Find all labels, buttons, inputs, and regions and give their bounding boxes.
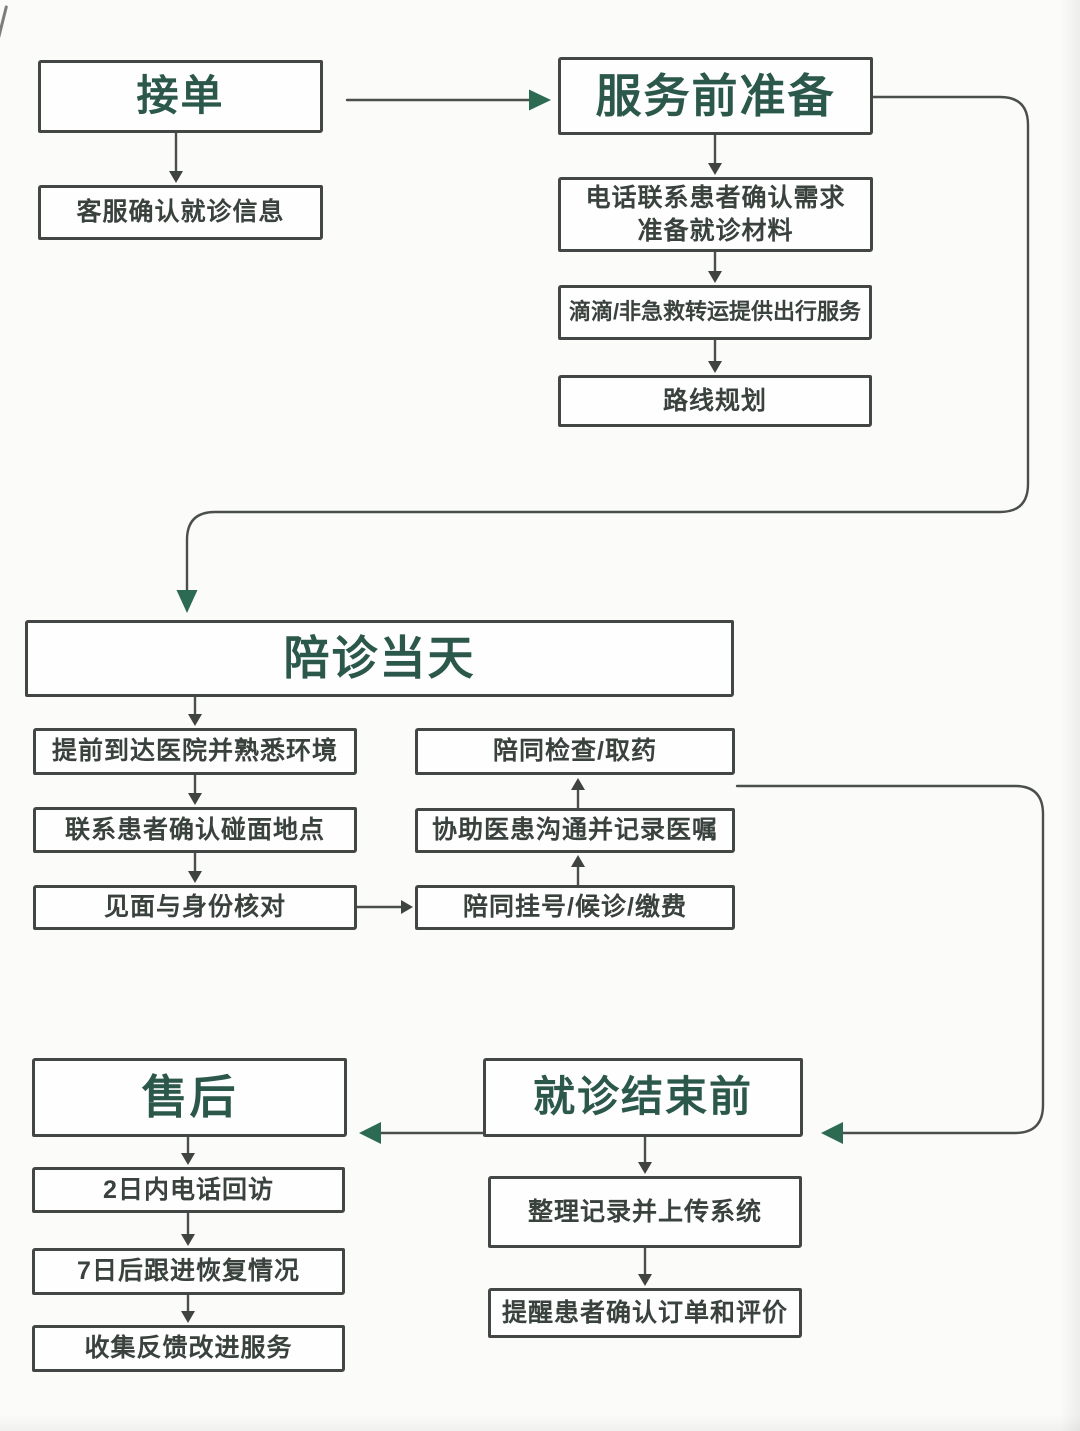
arrowhead-down-icon (181, 1311, 195, 1323)
node-fuwu: 服务前准备 (558, 57, 873, 135)
arrowhead-down-icon (181, 1234, 195, 1246)
node-jiancha-label: 陪同检查/取药 (493, 737, 657, 766)
node-tixing-label: 提醒患者确认订单和评价 (501, 1298, 788, 1327)
node-dianhua-line2: 准备就诊材料 (637, 216, 794, 245)
node-zhengli: 整理记录并上传系统 (488, 1176, 802, 1248)
arrowhead-down-icon (181, 1153, 195, 1165)
node-genjin: 7日后跟进恢复情况 (32, 1248, 345, 1295)
arrowhead-up-icon (571, 778, 585, 790)
arrowhead-down-icon (638, 1162, 652, 1174)
arrowhead-down-icon (188, 714, 202, 726)
edge-fuwu-peizhen (185, 95, 1030, 592)
arrowhead-down-icon (708, 361, 722, 373)
node-tiqian-label: 提前到达医院并熟悉环境 (51, 737, 338, 766)
node-dianhua: 电话联系患者确认需求 准备就诊材料 (558, 177, 873, 252)
node-luxian-label: 路线规划 (662, 386, 767, 415)
node-jianmian-label: 见面与身份核对 (103, 893, 286, 922)
node-didi-label: 滴滴/非急救转运提供出行服务 (568, 299, 862, 325)
node-luxian: 路线规划 (558, 375, 872, 427)
node-didi: 滴滴/非急救转运提供出行服务 (558, 285, 872, 340)
arrowhead-down-icon (708, 271, 722, 283)
arrowhead-down-icon (638, 1274, 652, 1286)
node-zhengli-label: 整理记录并上传系统 (527, 1197, 762, 1226)
arrowhead-left-green-icon (359, 1122, 381, 1144)
bottom-edge-shade (0, 1415, 1080, 1431)
node-peizhen: 陪诊当天 (25, 620, 734, 697)
node-xiezhu: 协助医患沟通并记录医嘱 (415, 808, 735, 853)
node-lianxi-label: 联系患者确认碰面地点 (64, 815, 325, 844)
right-edge-shade (1060, 0, 1080, 1431)
node-huifang-label: 2日内电话回访 (103, 1175, 274, 1204)
arrowhead-down-icon (188, 793, 202, 805)
arrowhead-up-icon (571, 855, 585, 867)
node-jiezhen-label: 就诊结束前 (532, 1073, 753, 1121)
arrowhead-right-icon (401, 900, 413, 914)
node-genjin-label: 7日后跟进恢复情况 (77, 1257, 300, 1286)
arrowhead-down-icon (169, 171, 183, 183)
node-jianmian: 见面与身份核对 (33, 885, 357, 930)
node-peizhen-label: 陪诊当天 (283, 632, 476, 685)
arrowhead-down-icon (188, 871, 202, 883)
node-fankui: 收集反馈改进服务 (32, 1325, 345, 1372)
node-shouhou-label: 售后 (141, 1071, 238, 1124)
node-jiancha: 陪同检查/取药 (415, 728, 735, 775)
arrowhead-down-icon (708, 163, 722, 175)
node-jiedan: 接单 (38, 60, 323, 133)
node-fuwu-label: 服务前准备 (595, 69, 836, 122)
node-kefu-label: 客服确认就诊信息 (76, 198, 285, 227)
node-guahao: 陪同挂号/候诊/缴费 (415, 885, 735, 930)
node-jiezhen: 就诊结束前 (483, 1058, 803, 1137)
arrowhead-down-green-icon (176, 590, 198, 613)
node-huifang: 2日内电话回访 (32, 1167, 345, 1213)
node-dianhua-line1: 电话联系患者确认需求 (585, 184, 846, 212)
node-jiedan-label: 接单 (136, 72, 225, 120)
node-guahao-label: 陪同挂号/候诊/缴费 (463, 893, 687, 922)
node-tixing: 提醒患者确认订单和评价 (488, 1288, 802, 1338)
node-lianxi: 联系患者确认碰面地点 (33, 807, 357, 853)
node-fankui-label: 收集反馈改进服务 (84, 1334, 293, 1363)
node-xiezhu-label: 协助医患沟通并记录医嘱 (431, 816, 718, 845)
node-tiqian: 提前到达医院并熟悉环境 (33, 728, 357, 775)
node-shouhou: 售后 (32, 1058, 347, 1137)
arrowhead-left-green-icon (821, 1122, 843, 1144)
arrowhead-right-green-icon (529, 89, 551, 111)
edge-jiancha-jiezhen (735, 784, 1045, 1135)
node-kefu: 客服确认就诊信息 (38, 185, 323, 240)
